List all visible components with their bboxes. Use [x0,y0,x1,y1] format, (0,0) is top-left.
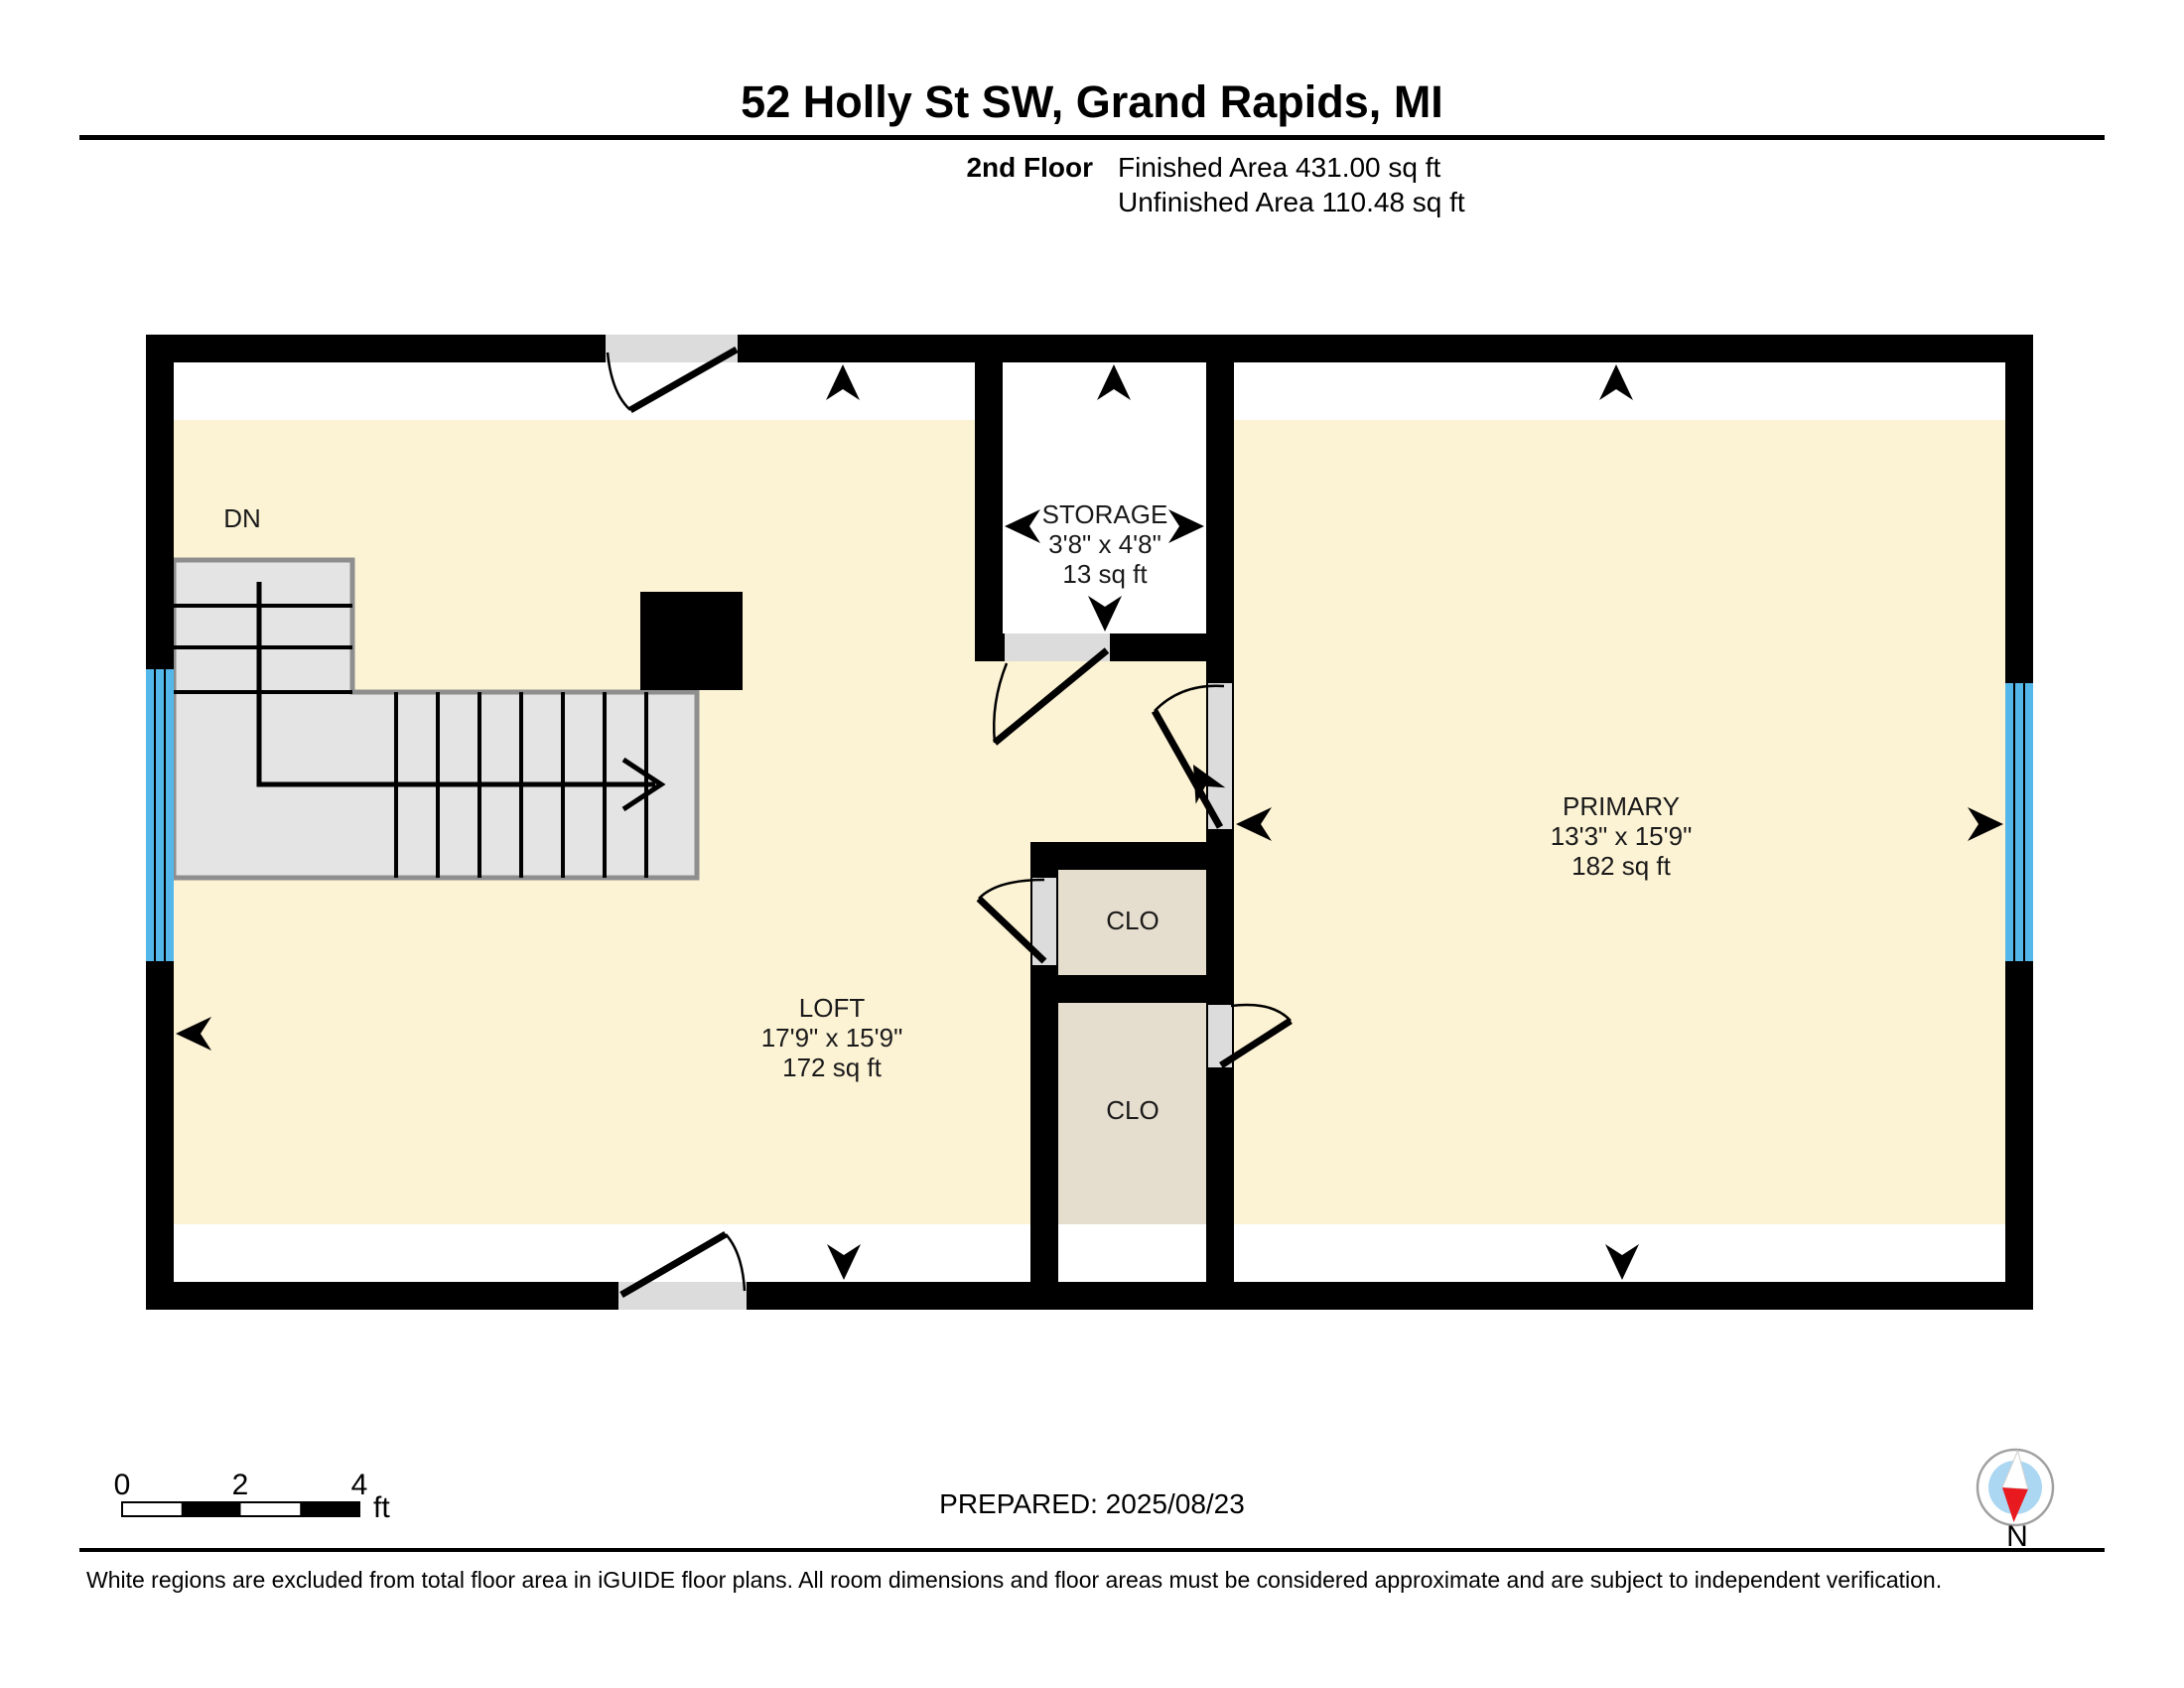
door-leaf [628,346,739,414]
page-title: 52 Holly St SW, Grand Rapids, MI [741,76,1443,127]
wall-storage-left [975,362,1003,661]
arrow-up-icon [826,364,860,400]
room-area-primary: 182 sq ft [1571,851,1672,881]
unfinished-area-label: Unfinished Area 110.48 sq ft [1118,187,1465,217]
ceiling-arrows [176,364,2003,1280]
room-dims-storage: 3'8" x 4'8" [1048,529,1161,559]
scale-bar-segment [300,1502,359,1516]
wall-bottom [146,1282,2033,1310]
arrow-down-icon [1088,596,1122,632]
arrow-right-icon [1168,509,1204,543]
arrow-left-icon [1236,807,1272,841]
closet1-floor [1058,870,1206,975]
door-leaf [992,647,1110,746]
door-closet2 [1208,1003,1293,1068]
room-name-loft: LOFT [799,993,866,1023]
footer-divider [79,1548,2105,1552]
compass-north-label: N [2006,1520,2028,1553]
chimney [640,592,743,690]
door-opening [1208,683,1232,829]
scale-tick-4: 4 [351,1469,368,1501]
floor-plan: DN STORAGE 3'8" x 4'8" 13 sq ft PRIMARY … [146,335,2033,1310]
room-name-closet2: CLO [1106,1095,1159,1125]
compass-needle-icon [2001,1449,2029,1522]
arrow-right-icon [1968,807,2003,841]
window-glass [146,669,174,961]
room-area-storage: 13 sq ft [1062,559,1148,589]
arrow-left-icon [176,1017,211,1051]
door-opening [1005,633,1110,661]
arrow-up-icon [1599,364,1633,400]
door-swing-arc [1230,1003,1292,1022]
window-left [146,669,174,961]
room-area-loft: 172 sq ft [782,1053,883,1082]
scale-bar-segment [181,1502,241,1516]
storage-label-group: STORAGE 3'8" x 4'8" 13 sq ft [1042,499,1168,589]
prepared-date-label: PREPARED: 2025/08/23 [939,1488,1245,1519]
door-swing-arc [992,662,1009,744]
arrow-down-icon [1605,1244,1639,1280]
scale-unit-label: ft [373,1491,390,1524]
room-name-closet1: CLO [1106,906,1159,935]
scale-bar: 0 2 4 ft [114,1469,391,1524]
stair-direction-arrowhead [621,757,666,812]
arrow-left-icon [1005,509,1040,543]
stairs-down-label: DN [223,503,261,533]
compass-needle-south [2001,1487,2028,1522]
scale-tick-0: 0 [114,1469,131,1501]
primary-floor [1234,420,2005,1224]
title-divider [79,135,2105,140]
door-swing-arc [725,1233,747,1292]
door-swing-arc [1154,684,1225,712]
door-leaf [1151,709,1224,829]
window-right [2005,683,2033,961]
door-bottom-entry [618,1230,747,1310]
room-name-primary: PRIMARY [1563,791,1680,821]
door-storage [992,633,1110,746]
door-swing-arc [606,352,631,411]
arrow-up-icon [1097,364,1131,400]
room-dims-loft: 17'9" x 15'9" [761,1023,903,1053]
room-name-storage: STORAGE [1042,499,1168,529]
room-dims-primary: 13'3" x 15'9" [1551,821,1693,851]
closet2-floor [1058,1003,1206,1224]
finished-area-label: Finished Area 431.00 sq ft [1118,152,1441,183]
stair-direction-line [256,582,655,787]
loft-label-group: LOFT 17'9" x 15'9" 172 sq ft [761,993,903,1082]
footer-disclaimer: White regions are excluded from total fl… [86,1567,1942,1593]
door-primary [1151,683,1232,829]
arrow-down-icon [827,1244,861,1280]
scale-tick-2: 2 [232,1469,249,1501]
wall-closet1-top [1030,842,1234,870]
door-top-entry [606,335,739,414]
floor-label: 2nd Floor [966,152,1093,183]
door-leaf [1219,1018,1293,1068]
door-swing-arrow [1193,765,1226,804]
wall-closet-divider [1030,975,1234,1003]
window-glass [2005,683,2033,961]
door-leaf [976,896,1047,964]
compass: N [1976,1448,2055,1553]
door-leaf [619,1230,728,1299]
wall-top [146,335,2033,362]
door-closet1 [976,878,1056,965]
door-swing-arc [978,878,1045,900]
primary-label-group: PRIMARY 13'3" x 15'9" 182 sq ft [1551,791,1693,881]
